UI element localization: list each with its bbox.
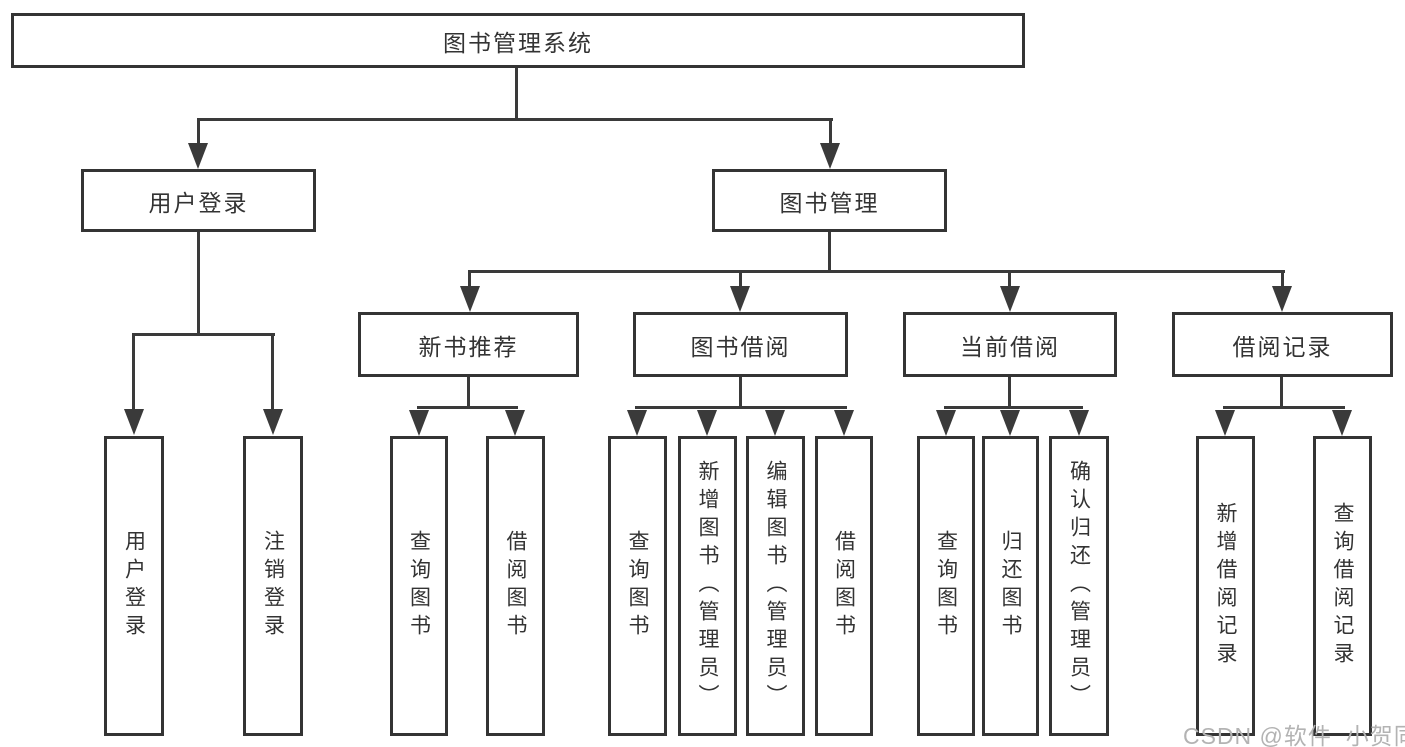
arrow-down-icon bbox=[765, 410, 785, 436]
node-borrow-records: 借阅记录 bbox=[1172, 312, 1393, 377]
arrow-down-icon bbox=[263, 409, 283, 435]
leaf-logout: 注销登录 bbox=[243, 436, 303, 736]
connector-line bbox=[739, 377, 742, 408]
leaf-edit-book-admin: 编辑图书（管理员） bbox=[746, 436, 805, 736]
leaf-query-books-1: 查询图书 bbox=[390, 436, 448, 736]
connector-line bbox=[417, 406, 518, 409]
arrow-down-icon bbox=[1215, 410, 1235, 436]
node-user-login-label: 用户登录 bbox=[148, 189, 249, 216]
leaf-label: 借阅图书 bbox=[504, 530, 527, 642]
node-new-book-recommend-label: 新书推荐 bbox=[418, 333, 519, 360]
node-root-label: 图书管理系统 bbox=[443, 29, 593, 56]
leaf-label: 新增图书（管理员） bbox=[696, 460, 719, 712]
node-new-book-recommend: 新书推荐 bbox=[358, 312, 579, 377]
leaf-borrow-books-1: 借阅图书 bbox=[486, 436, 545, 736]
leaf-label: 查询图书 bbox=[626, 530, 649, 642]
leaf-borrow-books-2: 借阅图书 bbox=[815, 436, 873, 736]
watermark-text: CSDN @软件_小贺同学 bbox=[1183, 723, 1405, 747]
arrow-down-icon bbox=[1332, 410, 1352, 436]
arrow-down-icon bbox=[1069, 410, 1089, 436]
arrow-down-icon bbox=[1000, 410, 1020, 436]
node-book-borrowing-label: 图书借阅 bbox=[690, 333, 791, 360]
connector-line bbox=[1223, 406, 1345, 409]
connector-line bbox=[1280, 377, 1283, 408]
connector-line bbox=[467, 377, 470, 408]
connector-line bbox=[197, 120, 200, 145]
arrow-down-icon bbox=[627, 410, 647, 436]
leaf-user-login: 用户登录 bbox=[104, 436, 164, 736]
connector-line bbox=[515, 68, 518, 121]
connector-line bbox=[271, 335, 274, 411]
connector-line bbox=[828, 232, 831, 273]
leaf-query-books-3: 查询图书 bbox=[917, 436, 975, 736]
connector-line bbox=[132, 335, 135, 411]
arrow-down-icon bbox=[188, 143, 208, 169]
leaf-return-books: 归还图书 bbox=[982, 436, 1039, 736]
connector-line bbox=[197, 232, 200, 336]
node-root: 图书管理系统 bbox=[11, 13, 1025, 68]
connector-line bbox=[197, 118, 833, 121]
leaf-label: 查询图书 bbox=[407, 530, 431, 642]
connector-line bbox=[944, 406, 1083, 409]
leaf-label: 用户登录 bbox=[122, 530, 146, 642]
arrow-down-icon bbox=[697, 410, 717, 436]
leaf-label: 新增借阅记录 bbox=[1214, 502, 1237, 670]
node-user-login: 用户登录 bbox=[81, 169, 316, 232]
arrow-down-icon bbox=[460, 286, 480, 312]
leaf-label: 归还图书 bbox=[999, 530, 1022, 642]
leaf-add-book-admin: 新增图书（管理员） bbox=[678, 436, 737, 736]
leaf-query-books-2: 查询图书 bbox=[608, 436, 667, 736]
leaf-label: 编辑图书（管理员） bbox=[764, 460, 787, 712]
arrow-down-icon bbox=[1000, 286, 1020, 312]
node-book-management: 图书管理 bbox=[712, 169, 947, 232]
arrow-down-icon bbox=[834, 410, 854, 436]
leaf-query-borrow-record: 查询借阅记录 bbox=[1313, 436, 1372, 736]
connector-line bbox=[468, 272, 471, 288]
leaf-label: 注销登录 bbox=[261, 530, 285, 642]
connector-line bbox=[132, 333, 275, 336]
connector-line bbox=[1008, 272, 1011, 288]
arrow-down-icon bbox=[820, 143, 840, 169]
connector-line bbox=[1008, 377, 1011, 408]
node-current-borrowing: 当前借阅 bbox=[903, 312, 1117, 377]
leaf-label: 确认归还（管理员） bbox=[1067, 460, 1091, 712]
leaf-confirm-return-admin: 确认归还（管理员） bbox=[1049, 436, 1109, 736]
arrow-down-icon bbox=[505, 410, 525, 436]
arrow-down-icon bbox=[124, 409, 144, 435]
connector-line bbox=[635, 406, 847, 409]
arrow-down-icon bbox=[936, 410, 956, 436]
node-current-borrowing-label: 当前借阅 bbox=[960, 333, 1060, 360]
leaf-label: 查询借阅记录 bbox=[1331, 502, 1354, 670]
connector-line bbox=[1281, 272, 1284, 288]
node-borrow-records-label: 借阅记录 bbox=[1232, 333, 1333, 360]
leaf-label: 查询图书 bbox=[934, 530, 958, 642]
leaf-label: 借阅图书 bbox=[832, 530, 856, 642]
connector-line bbox=[739, 272, 742, 288]
arrow-down-icon bbox=[730, 286, 750, 312]
arrow-down-icon bbox=[1272, 286, 1292, 312]
node-book-management-label: 图书管理 bbox=[779, 189, 880, 216]
node-book-borrowing: 图书借阅 bbox=[633, 312, 848, 377]
leaf-add-borrow-record: 新增借阅记录 bbox=[1196, 436, 1255, 736]
connector-line bbox=[468, 270, 1285, 273]
arrow-down-icon bbox=[409, 410, 429, 436]
connector-line bbox=[829, 120, 832, 145]
